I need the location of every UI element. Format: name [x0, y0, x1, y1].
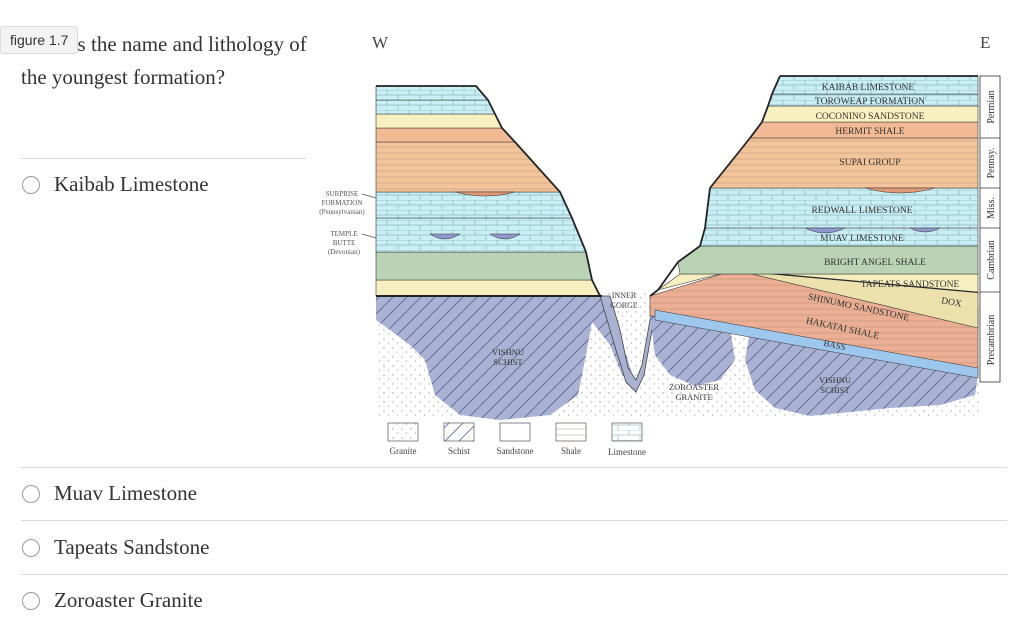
label-vishnu-1: VISHNU: [492, 347, 524, 357]
label-vishnu-r2: SCHIST: [820, 385, 850, 395]
label-zoro-2: GRANITE: [675, 392, 712, 402]
label-toroweap: TOROWEAP FORMATION: [815, 97, 925, 107]
option-label: Muav Limestone: [54, 481, 197, 505]
label-temple-2: BUTTE: [333, 239, 356, 247]
period-miss: Miss.: [986, 197, 997, 219]
radio-button[interactable]: [22, 175, 40, 194]
label-bass: BASS: [823, 338, 847, 352]
option-muav-limestone[interactable]: Muav Limestone: [22, 481, 197, 506]
legend: Granite Schist Sandstone Shale Limestone: [387, 422, 646, 457]
label-zoro-1: ZOROASTER: [669, 382, 719, 392]
label-surprise-3: (Pennsylvanian): [319, 208, 365, 216]
label-inner-2: GORGE: [610, 301, 638, 310]
option-divider: [21, 467, 1007, 468]
figure-tag[interactable]: figure 1.7: [0, 26, 79, 54]
label-temple-1: TEMPLE: [330, 230, 357, 238]
option-divider: [21, 574, 1007, 575]
label-muav: MUAV LIMESTONE: [820, 234, 904, 244]
label-vishnu-2: SCHIST: [493, 357, 523, 367]
period-precambrian: Precambrian: [986, 315, 997, 366]
period-pennsy: Pennsy.: [986, 148, 997, 179]
label-inner-1: INNER: [612, 291, 637, 300]
option-kaibab-limestone[interactable]: Kaibab Limestone: [22, 172, 209, 197]
label-surprise-1: SURPRISE: [326, 190, 359, 198]
legend-sandstone: Sandstone: [497, 446, 534, 456]
period-column: [979, 75, 1001, 383]
legend-limestone: Limestone: [608, 447, 646, 457]
option-tapeats-sandstone[interactable]: Tapeats Sandstone: [22, 535, 209, 560]
legend-granite: Granite: [390, 446, 417, 456]
label-vishnu-r1: VISHNU: [819, 375, 851, 385]
cross-section-figure: KAIBAB LIMESTONE TOROWEAP FORMATION COCO…: [319, 75, 1001, 457]
period-permian: Permian: [986, 90, 997, 123]
period-cambrian: Cambrian: [986, 240, 997, 279]
label-coconino: COCONINO SANDSTONE: [816, 112, 925, 122]
compass-east: E: [980, 33, 991, 52]
label-dox: DOX: [940, 296, 962, 309]
legend-schist: Schist: [448, 446, 471, 456]
radio-button[interactable]: [22, 538, 40, 557]
label-kaibab: KAIBAB LIMESTONE: [822, 83, 915, 93]
label-tapeats: TAPEATS SANDSTONE: [861, 280, 960, 290]
option-divider: [21, 158, 306, 159]
compass-west: W: [372, 33, 389, 52]
label-bright-angel: BRIGHT ANGEL SHALE: [824, 258, 926, 268]
option-label: Zoroaster Granite: [54, 588, 203, 612]
option-zoroaster-granite[interactable]: Zoroaster Granite: [22, 588, 203, 613]
legend-shale: Shale: [561, 446, 581, 456]
label-supai: SUPAI GROUP: [839, 158, 900, 168]
label-hermit: HERMIT SHALE: [835, 127, 904, 137]
option-divider: [21, 520, 1007, 521]
label-redwall: REDWALL LIMESTONE: [811, 206, 912, 216]
radio-button[interactable]: [22, 484, 40, 503]
label-temple-3: (Devonian): [328, 248, 361, 256]
option-label: Tapeats Sandstone: [54, 535, 210, 559]
label-surprise-2: FORMATION: [322, 199, 363, 207]
option-label: Kaibab Limestone: [54, 172, 209, 196]
radio-button[interactable]: [22, 591, 40, 610]
